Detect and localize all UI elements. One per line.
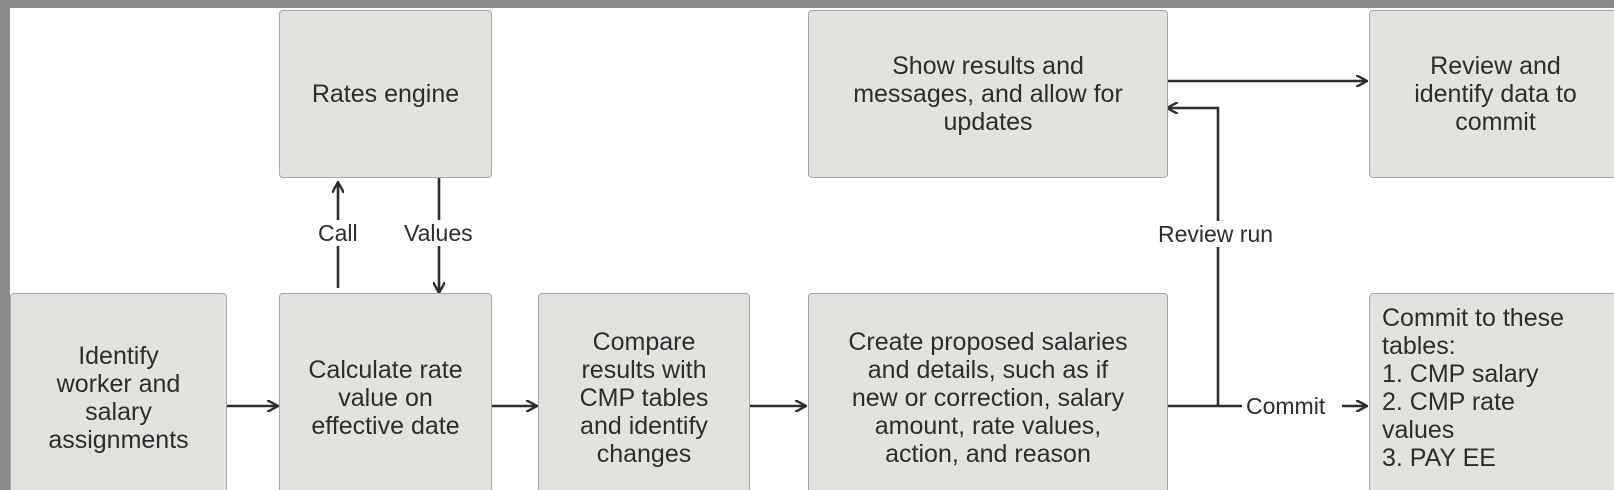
node-commit-tables: Commit to these tables: 1. CMP salary 2.… (1369, 293, 1614, 490)
node-compare-results: Compare results with CMP tables and iden… (538, 293, 750, 490)
edge-label-review-run: Review run (1156, 221, 1276, 247)
node-calculate-rate: Calculate rate value on effective date (279, 293, 492, 490)
node-show-results: Show results and messages, and allow for… (808, 10, 1168, 178)
edge-label-commit: Commit (1244, 393, 1328, 419)
node-identify-worker: Identify worker and salary assignments (10, 293, 227, 490)
node-review-identify: Review and identify data to commit (1369, 10, 1614, 178)
arrow-review-run (1167, 108, 1220, 406)
node-rates-engine: Rates engine (279, 10, 492, 178)
edge-label-call: Call (316, 220, 360, 246)
diagram-canvas: Identify worker and salary assignments R… (10, 8, 1614, 490)
edge-label-values: Values (402, 220, 475, 246)
node-create-proposed-salaries: Create proposed salaries and details, su… (808, 293, 1168, 490)
